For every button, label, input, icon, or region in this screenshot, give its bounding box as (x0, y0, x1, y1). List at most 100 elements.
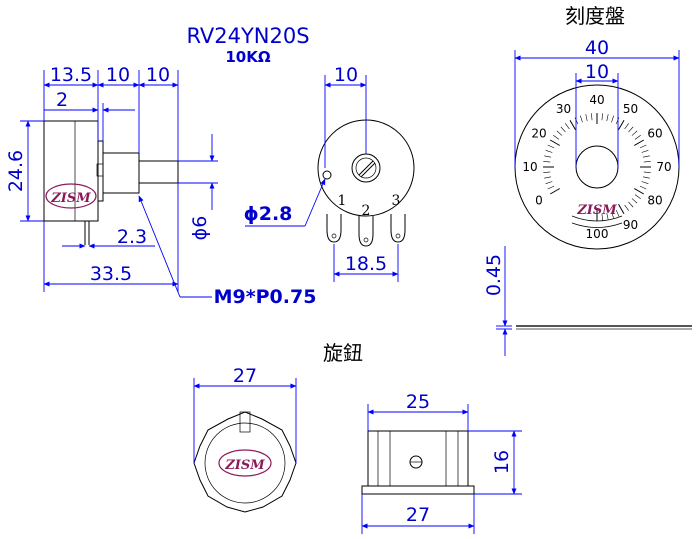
pin-span-dim: 18.5 (345, 253, 387, 275)
dial-major-tick (569, 119, 576, 131)
resistance-label: 10KΩ (225, 48, 270, 66)
knob-outline (193, 411, 297, 513)
dim-13-5: 13.5 (50, 64, 92, 86)
dial-center-hole (575, 145, 619, 189)
dial-scale-label: 100 (586, 227, 609, 241)
dim-phi6: ϕ6 (189, 216, 211, 241)
dial-major-tick (549, 139, 561, 146)
pin-3-lug (390, 214, 406, 243)
dial-minor-tick (606, 212, 609, 220)
dial-scale-label: 40 (589, 93, 604, 107)
shaft (138, 160, 179, 184)
dial-minor-tick (585, 114, 588, 122)
knob-height-dim: 16 (491, 450, 513, 474)
dial-minor-tick (611, 211, 614, 219)
dim-10-a: 10 (106, 64, 130, 86)
dial-minor-tick (574, 117, 579, 125)
locating-hole (322, 170, 332, 180)
dial-minor-tick (634, 194, 641, 199)
dial-scale-label: 30 (556, 102, 571, 116)
dial-scale-label: 20 (531, 127, 546, 141)
dial-inner-dim: 10 (585, 61, 609, 83)
knob-top-view: ZISM 27 (193, 365, 297, 513)
dial-minor-tick (580, 115, 583, 123)
dial-minor-tick (565, 123, 570, 130)
model-title: RV24YN20S (186, 24, 309, 48)
dial-minor-tick (545, 150, 553, 153)
dial-minor-tick (628, 126, 634, 133)
dial-title: 刻度盤 (565, 4, 625, 28)
bushing-flange (97, 140, 104, 202)
logo-text-side: ZISM (50, 191, 91, 206)
dial-minor-tick (547, 144, 555, 149)
knob-bottom-dim: 27 (406, 504, 430, 526)
dim-24-6: 24.6 (5, 150, 27, 192)
knob-side-view: 25 16 27 (361, 391, 522, 534)
pin-2-label: 2 (362, 203, 371, 219)
zism-logo-side (45, 183, 97, 209)
dial-minor-tick (543, 161, 551, 163)
dial-minor-tick (631, 130, 638, 136)
dim-33-5: 33.5 (90, 263, 132, 285)
knob-top-dim: 25 (406, 391, 430, 413)
dial-minor-tick (642, 176, 650, 179)
dial-minor-tick (639, 185, 647, 190)
dial-major-tick (618, 203, 625, 215)
bushing (102, 152, 140, 194)
dial-outer-dim: 40 (585, 37, 609, 59)
dial-minor-tick (606, 114, 609, 122)
dial-scale (543, 113, 651, 221)
dial-minor-tick (601, 213, 603, 221)
dial-minor-tick (643, 161, 651, 163)
dim-10-b: 10 (146, 64, 170, 86)
dial-minor-tick (601, 113, 603, 121)
dial-minor-tick (631, 198, 638, 204)
hole-diameter-label: ϕ2.8 (244, 203, 293, 225)
dial-major-tick (618, 119, 625, 131)
dial-minor-tick (543, 171, 551, 173)
dial-scale-label: 60 (647, 127, 662, 141)
dial-scale-label: 70 (656, 160, 671, 174)
dial-outer-circle (514, 84, 680, 250)
dial-minor-tick (624, 204, 629, 211)
dial-minor-tick (624, 123, 629, 130)
dim-2: 2 (56, 89, 68, 111)
dial-minor-tick (641, 150, 649, 153)
dim-2-3: 2.3 (117, 226, 147, 248)
dial-thickness-dim: 0.45 (483, 254, 505, 296)
dial-minor-tick (545, 181, 553, 184)
dial-minor-tick (544, 155, 552, 158)
dial-minor-tick (643, 171, 651, 173)
dial-scale-label: 50 (623, 102, 638, 116)
logo-text-dial: ZISM (576, 203, 617, 218)
dial-minor-tick (611, 115, 614, 123)
dial-minor-tick (560, 126, 566, 133)
pot-body (43, 120, 99, 222)
dial-minor-tick (634, 135, 641, 140)
pin-3-label: 3 (392, 193, 401, 209)
pin-1-label: 1 (338, 193, 347, 209)
dial-minor-tick (615, 209, 620, 217)
pin-1-lug (326, 214, 342, 243)
knob-side-body (367, 430, 469, 487)
knob-title: 旋鈕 (323, 341, 363, 365)
front-view: 1 2 3 10 ϕ2.8 18.5 (244, 64, 415, 282)
front-dim-10: 10 (334, 64, 358, 86)
dial-major-tick (549, 188, 561, 195)
side-view: ZISM 13.5 10 10 2 24.6 2.3 33.5 (5, 64, 316, 308)
dial-major-tick (633, 188, 645, 195)
dial-minor-tick (615, 117, 620, 125)
dial-minor-tick (553, 135, 560, 140)
dial-minor-tick (556, 130, 563, 136)
knob-diameter-dim: 27 (233, 365, 257, 387)
dial-minor-tick (547, 185, 555, 190)
dial-minor-tick (544, 176, 552, 179)
pin-2-lug (358, 216, 374, 247)
dial-scale-label: 90 (623, 218, 638, 232)
dial-minor-tick (642, 155, 650, 158)
dial-minor-tick (641, 181, 649, 184)
